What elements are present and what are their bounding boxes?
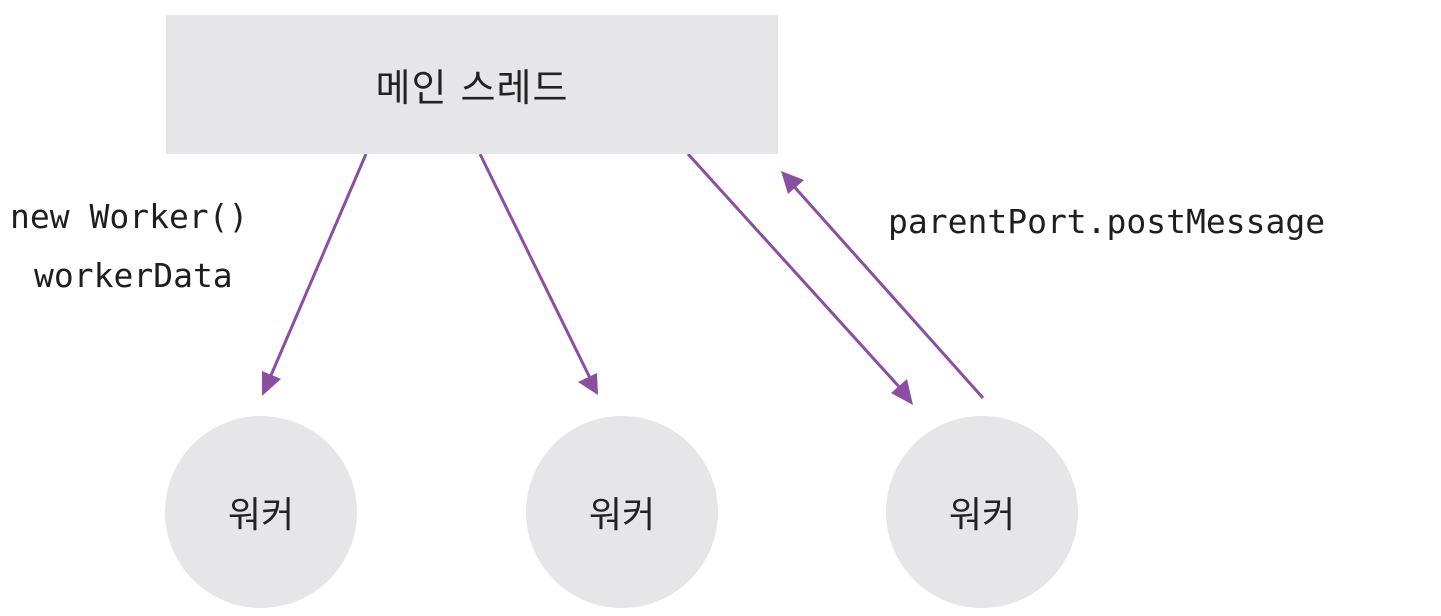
worker-label: 워커	[227, 495, 295, 536]
arrowhead-worker-2	[578, 373, 598, 395]
arrow-worker-3-to-main	[788, 181, 985, 399]
worker-data-label: workerData	[34, 256, 233, 295]
worker-node-3: 워커	[886, 416, 1078, 608]
worker-node-2: 워커	[526, 416, 718, 608]
post-message-label: parentPort.postMessage	[888, 202, 1326, 241]
main-thread-label: 메인 스레드	[375, 66, 569, 110]
worker-label: 워커	[588, 495, 656, 536]
arrowhead-main	[781, 171, 804, 194]
arrow-main-to-worker-2	[478, 153, 592, 379]
arrowhead-worker-1	[262, 371, 281, 396]
new-worker-label: new Worker()	[10, 197, 249, 236]
main-thread-box: 메인 스레드	[166, 15, 778, 154]
arrowhead-worker-3	[891, 379, 913, 405]
worker-node-1: 워커	[165, 416, 357, 608]
worker-label: 워커	[948, 495, 1016, 536]
arrow-main-to-worker-1	[267, 153, 368, 381]
arrow-main-to-worker-3	[686, 152, 904, 392]
